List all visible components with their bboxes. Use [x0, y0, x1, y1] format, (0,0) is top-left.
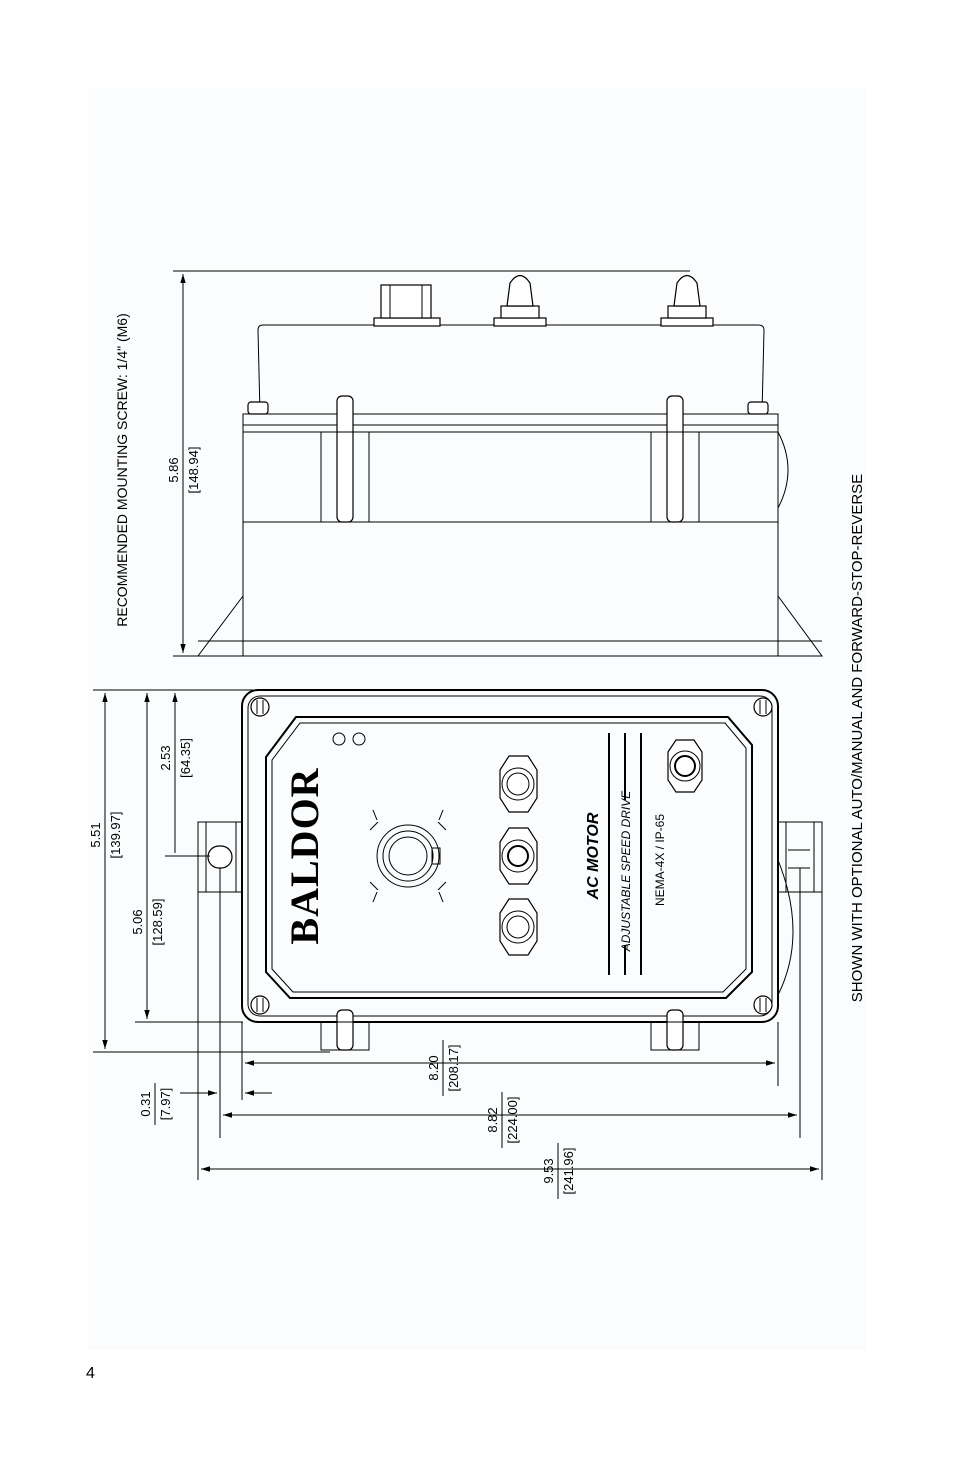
height-dim-mm: [148.94]: [186, 447, 201, 494]
switch-boot-right: [667, 739, 703, 793]
dim-5-06-in: 5.06: [130, 909, 145, 934]
dim-9-53-mm: [241.96]: [561, 1148, 576, 1195]
dimension-lines: [93, 689, 823, 1180]
side-base-outline: [197, 521, 823, 657]
dim-5-51-mm: [139.97]: [108, 812, 123, 859]
dim-8-20-mm: [208.17]: [446, 1045, 461, 1092]
panel-line-asd: ADJUSTABLE SPEED DRIVE: [619, 790, 633, 952]
side-toggle-left: [493, 274, 547, 327]
dim-5-51-in: 5.51: [88, 822, 103, 847]
dim-5-06-mm: [128.59]: [150, 899, 165, 946]
side-clamp-left: [336, 395, 354, 523]
dim-9-53-in: 9.53: [541, 1158, 556, 1183]
side-toggle-right: [660, 274, 714, 327]
switch-boot-bottom: [499, 898, 538, 956]
led-indicator: [352, 732, 366, 746]
led-indicator: [332, 732, 346, 746]
speed-knob: [369, 809, 447, 903]
mounting-screw-note: RECOMMENDED MOUNTING SCREW: 1/4" (M6): [114, 313, 130, 627]
dim-2-53-in: 2.53: [158, 745, 173, 770]
side-cover: [257, 324, 765, 415]
panel-line-nema: NEMA-4X / IP-65: [653, 814, 667, 906]
dim-2-53-mm: [64.35]: [178, 738, 193, 778]
dim-8-20-in: 8.20: [426, 1055, 441, 1080]
dim-0-31-in: 0.31: [138, 1091, 153, 1116]
panel-line-ac-motor: AC MOTOR: [585, 812, 602, 900]
height-dim-in: 5.86: [166, 457, 181, 482]
switch-boot-top: [499, 755, 538, 813]
dim-0-31-mm: [7.97]: [158, 1088, 173, 1121]
corner-screws: [250, 697, 773, 1015]
shown-with-caption: SHOWN WITH OPTIONAL AUTO/MANUAL AND FORW…: [849, 474, 866, 1002]
drawing-background: [88, 88, 866, 1350]
page-number: 4: [86, 1365, 95, 1382]
enclosure-outline: [241, 689, 779, 1023]
brand-logo: BALDOR: [282, 767, 327, 944]
side-body: [242, 424, 779, 523]
front-view: [197, 689, 823, 1051]
side-view: [173, 270, 823, 657]
side-clamp-right: [666, 395, 684, 523]
side-selector-knob: [380, 284, 432, 319]
dim-8-82-in: 8.82: [485, 1107, 500, 1132]
switch-boot-middle: [499, 827, 538, 885]
front-label-panel: [265, 716, 753, 999]
dim-8-82-mm: [224.00]: [505, 1097, 520, 1144]
